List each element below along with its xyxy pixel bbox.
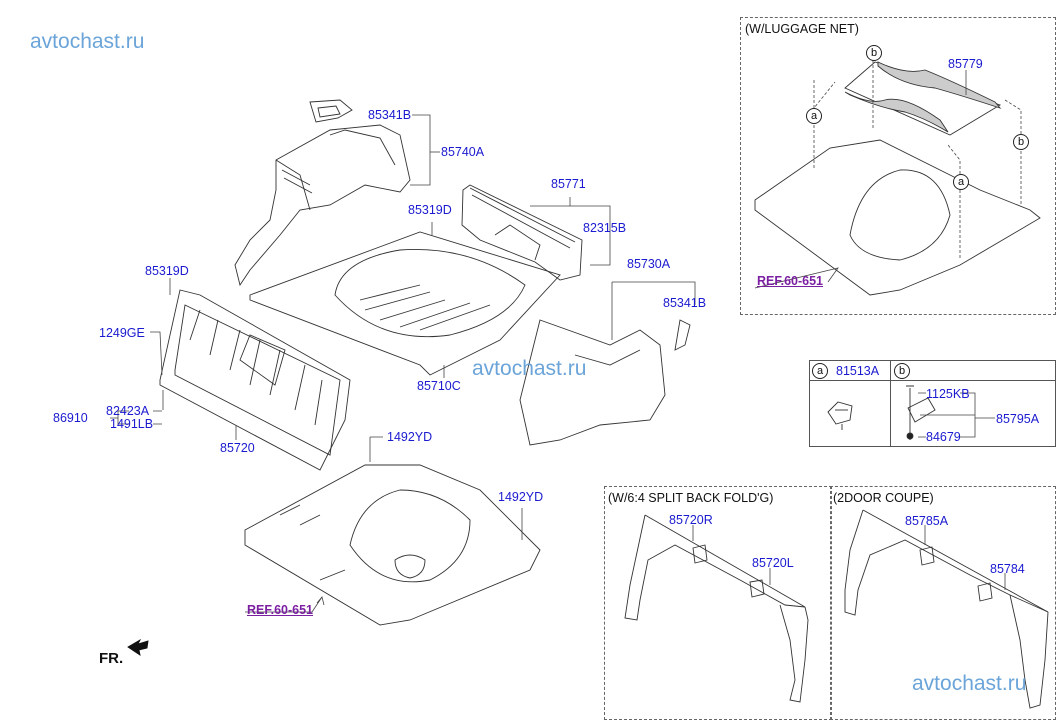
part-label-85720[interactable]: 85720 bbox=[220, 441, 255, 455]
part-label-1492YD-b[interactable]: 1492YD bbox=[498, 490, 544, 504]
watermark-top-left: avtochast.ru bbox=[30, 30, 145, 53]
legend-part-1125KB[interactable]: 1125KB bbox=[926, 387, 970, 401]
watermark-center: avtochast.ru bbox=[472, 357, 587, 380]
part-label-85771[interactable]: 85771 bbox=[551, 177, 586, 191]
split-back-panel bbox=[604, 486, 832, 720]
luggage-net-ref-leader bbox=[754, 267, 839, 289]
part-label-85784[interactable]: 85784 bbox=[990, 562, 1025, 576]
marker-a-2: a bbox=[953, 174, 969, 190]
legend-leaders bbox=[918, 392, 995, 438]
part-label-1492YD-a[interactable]: 1492YD bbox=[387, 430, 433, 444]
side-trim-right-drawing bbox=[519, 319, 691, 446]
part-label-85319D-mid[interactable]: 85319D bbox=[408, 203, 452, 217]
part-label-1491LB[interactable]: 1491LB bbox=[110, 417, 154, 431]
floor-panel-drawing bbox=[244, 464, 541, 626]
part-label-85720R[interactable]: 85720R bbox=[669, 513, 713, 527]
split-back-title: (W/6:4 SPLIT BACK FOLD'G) bbox=[608, 491, 774, 505]
part-label-85341B-top[interactable]: 85341B bbox=[368, 108, 412, 122]
legend-part-85795A[interactable]: 85795A bbox=[996, 412, 1040, 426]
legend-row-divider bbox=[809, 380, 1055, 381]
part-label-85710C[interactable]: 85710C bbox=[417, 379, 461, 393]
coupe-panel bbox=[830, 486, 1056, 720]
marker-b-2: b bbox=[1013, 134, 1029, 150]
part-label-85779[interactable]: 85779 bbox=[948, 57, 983, 71]
split-back-leaders bbox=[692, 525, 771, 585]
sill-trim-drawing bbox=[461, 184, 583, 281]
ref-link-main[interactable]: REF.60-651 bbox=[247, 603, 314, 617]
legend-marker-a: a bbox=[812, 363, 828, 379]
watermark-bottom-right: avtochast.ru bbox=[912, 672, 1027, 695]
part-label-85740A[interactable]: 85740A bbox=[441, 145, 485, 159]
side-trim-left-drawing bbox=[234, 99, 411, 287]
part-label-85730A[interactable]: 85730A bbox=[627, 257, 671, 271]
legend-col-divider bbox=[890, 360, 891, 446]
trunk-mat-drawing bbox=[249, 231, 561, 376]
coupe-drawing bbox=[844, 509, 1049, 709]
split-back-drawing bbox=[624, 514, 809, 703]
marker-b-1: b bbox=[866, 45, 882, 61]
front-label: FR. bbox=[99, 650, 124, 667]
marker-a-1: a bbox=[806, 108, 822, 124]
legend-part-84679[interactable]: 84679 bbox=[926, 430, 961, 444]
part-label-86910[interactable]: 86910 bbox=[53, 411, 88, 425]
part-label-85341B-right[interactable]: 85341B bbox=[663, 296, 707, 310]
fastener-legend-table bbox=[809, 360, 1056, 447]
legend-part-81513A[interactable]: 81513A bbox=[836, 364, 880, 378]
leader-lines bbox=[110, 114, 696, 613]
part-label-82315B[interactable]: 82315B bbox=[583, 221, 627, 235]
part-label-85319D-left[interactable]: 85319D bbox=[145, 264, 189, 278]
part-label-1249GE[interactable]: 1249GE bbox=[99, 326, 145, 340]
luggage-net-title: (W/LUGGAGE NET) bbox=[745, 22, 859, 36]
part-label-82423A[interactable]: 82423A bbox=[106, 404, 150, 418]
luggage-net-panel bbox=[740, 17, 1056, 315]
ref-link-luggage-net[interactable]: REF.60-651 bbox=[757, 274, 824, 288]
luggage-net-drawing bbox=[754, 61, 1041, 296]
legend-drawing bbox=[827, 385, 936, 440]
back-panel-drawing bbox=[159, 289, 351, 471]
part-label-85785A[interactable]: 85785A bbox=[905, 514, 949, 528]
front-arrow-icon bbox=[127, 638, 149, 656]
legend-marker-b: b bbox=[894, 363, 910, 379]
part-label-85720L[interactable]: 85720L bbox=[752, 556, 794, 570]
coupe-leaders bbox=[924, 525, 1006, 590]
coupe-title: (2DOOR COUPE) bbox=[833, 491, 934, 505]
